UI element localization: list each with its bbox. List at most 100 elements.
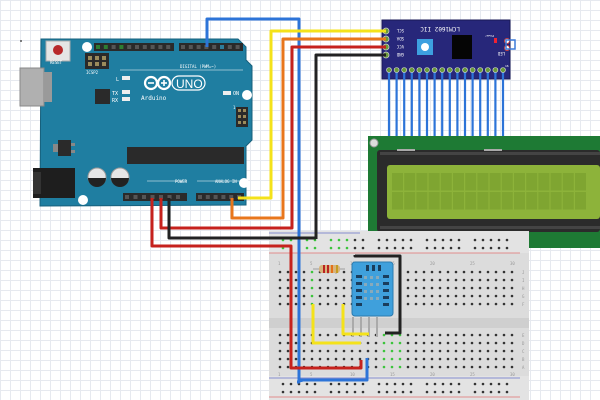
digital-pin[interactable] (119, 45, 124, 49)
breadboard-hole[interactable] (505, 238, 509, 242)
breadboard-hole[interactable] (478, 286, 482, 290)
breadboard-hole[interactable] (414, 302, 418, 306)
breadboard-hole[interactable] (398, 365, 402, 369)
breadboard-hole[interactable] (286, 302, 290, 306)
breadboard-hole[interactable] (438, 333, 442, 337)
power-pin-ioref[interactable] (125, 195, 129, 199)
breadboard-hole[interactable] (361, 382, 365, 386)
dht-sensor[interactable] (351, 261, 394, 337)
breadboard-hole[interactable] (414, 349, 418, 353)
breadboard-hole[interactable] (462, 357, 466, 361)
breadboard-hole[interactable] (454, 365, 458, 369)
breadboard-hole[interactable] (502, 294, 506, 298)
breadboard-hole[interactable] (361, 390, 365, 394)
breadboard-hole[interactable] (318, 349, 322, 353)
breadboard-hole[interactable] (446, 278, 450, 282)
breadboard-hole[interactable] (302, 294, 306, 298)
power-pin-reset[interactable] (133, 195, 138, 199)
breadboard-hole[interactable] (462, 278, 466, 282)
breadboard-hole[interactable] (294, 341, 298, 345)
breadboard-hole[interactable] (462, 341, 466, 345)
breadboard-hole[interactable] (345, 246, 349, 250)
breadboard-hole[interactable] (334, 278, 338, 282)
breadboard-hole[interactable] (430, 286, 434, 290)
breadboard-hole[interactable] (457, 238, 461, 242)
breadboard-hole[interactable] (286, 341, 290, 345)
breadboard-hole[interactable] (353, 390, 357, 394)
breadboard-hole[interactable] (446, 294, 450, 298)
breadboard-hole[interactable] (486, 365, 490, 369)
breadboard-hole[interactable] (454, 333, 458, 337)
breadboard-hole[interactable] (318, 357, 322, 361)
breadboard-hole[interactable] (353, 238, 357, 242)
digital-pin[interactable] (166, 45, 171, 49)
breadboard-hole[interactable] (433, 390, 437, 394)
breadboard-hole[interactable] (422, 341, 426, 345)
wire-vcc-breadboard[interactable] (150, 198, 363, 370)
breadboard-hole[interactable] (478, 333, 482, 337)
wire-sda[interactable] (230, 37, 386, 220)
breadboard-hole[interactable] (422, 294, 426, 298)
breadboard-hole[interactable] (286, 333, 290, 337)
breadboard-hole[interactable] (478, 357, 482, 361)
breadboard-hole[interactable] (278, 286, 282, 290)
breadboard-hole[interactable] (358, 349, 362, 353)
breadboard-hole[interactable] (494, 357, 498, 361)
breadboard-hole[interactable] (478, 294, 482, 298)
breadboard-hole[interactable] (470, 286, 474, 290)
breadboard-hole[interactable] (473, 390, 477, 394)
breadboard-hole[interactable] (422, 357, 426, 361)
breadboard-hole[interactable] (302, 341, 306, 345)
breadboard-hole[interactable] (313, 390, 317, 394)
breadboard-hole[interactable] (462, 270, 466, 274)
breadboard-hole[interactable] (342, 294, 346, 298)
breadboard-hole[interactable] (337, 382, 341, 386)
breadboard-hole[interactable] (473, 382, 477, 386)
breadboard-hole[interactable] (342, 286, 346, 290)
breadboard-hole[interactable] (446, 302, 450, 306)
breadboard-hole[interactable] (281, 382, 285, 386)
breadboard-hole[interactable] (502, 286, 506, 290)
breadboard-hole[interactable] (406, 357, 410, 361)
breadboard-hole[interactable] (390, 349, 394, 353)
breadboard-hole[interactable] (502, 270, 506, 274)
breadboard-hole[interactable] (294, 278, 298, 282)
breadboard-hole[interactable] (430, 302, 434, 306)
breadboard-hole[interactable] (441, 238, 445, 242)
digital-pin[interactable] (96, 45, 100, 49)
breadboard-hole[interactable] (441, 246, 445, 250)
digital-pin[interactable] (235, 45, 240, 49)
breadboard-hole[interactable] (486, 286, 490, 290)
breadboard-hole[interactable] (478, 365, 482, 369)
breadboard-hole[interactable] (353, 382, 357, 386)
breadboard-hole[interactable] (414, 365, 418, 369)
breadboard-hole[interactable] (470, 302, 474, 306)
breadboard-hole[interactable] (505, 382, 509, 386)
breadboard-hole[interactable] (430, 349, 434, 353)
breadboard-hole[interactable] (422, 333, 426, 337)
breadboard-hole[interactable] (398, 341, 402, 345)
breadboard-hole[interactable] (310, 278, 314, 282)
breadboard-hole[interactable] (449, 390, 453, 394)
breadboard-hole[interactable] (502, 302, 506, 306)
breadboard-hole[interactable] (409, 382, 413, 386)
analog-pin-a2[interactable] (213, 195, 218, 199)
breadboard-hole[interactable] (497, 390, 501, 394)
breadboard-hole[interactable] (433, 246, 437, 250)
breadboard-hole[interactable] (401, 246, 405, 250)
breadboard-hole[interactable] (438, 341, 442, 345)
breadboard-hole[interactable] (310, 270, 314, 274)
breadboard-hole[interactable] (497, 238, 501, 242)
resistor[interactable] (313, 265, 345, 273)
breadboard-hole[interactable] (286, 349, 290, 353)
breadboard-hole[interactable] (486, 349, 490, 353)
breadboard-hole[interactable] (398, 349, 402, 353)
breadboard-hole[interactable] (473, 246, 477, 250)
breadboard-hole[interactable] (470, 365, 474, 369)
breadboard-hole[interactable] (457, 390, 461, 394)
breadboard-hole[interactable] (385, 246, 389, 250)
breadboard-hole[interactable] (286, 278, 290, 282)
breadboard-hole[interactable] (278, 278, 282, 282)
breadboard-hole[interactable] (481, 238, 485, 242)
breadboard-hole[interactable] (278, 341, 282, 345)
